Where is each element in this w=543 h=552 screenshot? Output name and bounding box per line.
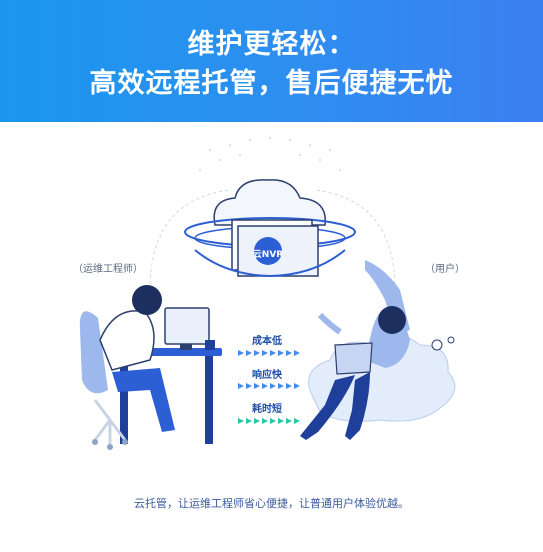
header-title-line2: 高效远程托管，售后便捷无忧 xyxy=(89,68,454,99)
dashed-connector-right xyxy=(314,189,396,291)
user-illustration xyxy=(300,260,456,440)
user-label: （用户） xyxy=(425,264,465,275)
arrow-row-1 xyxy=(238,350,300,356)
header-banner: 维护更轻松： 高效远程托管，售后便捷无忧 xyxy=(0,0,543,122)
benefit-time: 耗时短 xyxy=(252,404,282,415)
arrows-group xyxy=(238,350,300,424)
benefit-cost: 成本低 xyxy=(252,336,282,347)
benefit-response: 响应快 xyxy=(252,370,282,381)
engineer-illustration xyxy=(79,285,222,450)
dashed-connector-left xyxy=(149,189,231,291)
arrow-row-2 xyxy=(238,383,300,389)
cloud-nvr-icon xyxy=(184,179,356,278)
arrow-row-3 xyxy=(238,418,300,424)
caption: 云托管，让运维工程师省心便捷，让普通用户体验优越。 xyxy=(134,497,409,510)
dot-pattern-background xyxy=(198,136,342,172)
header-title-line1: 维护更轻松： xyxy=(187,29,356,60)
cloud-nvr-label: 云NVR xyxy=(252,250,284,260)
illustration xyxy=(79,136,456,450)
engineer-label: （运维工程师） xyxy=(73,264,143,275)
